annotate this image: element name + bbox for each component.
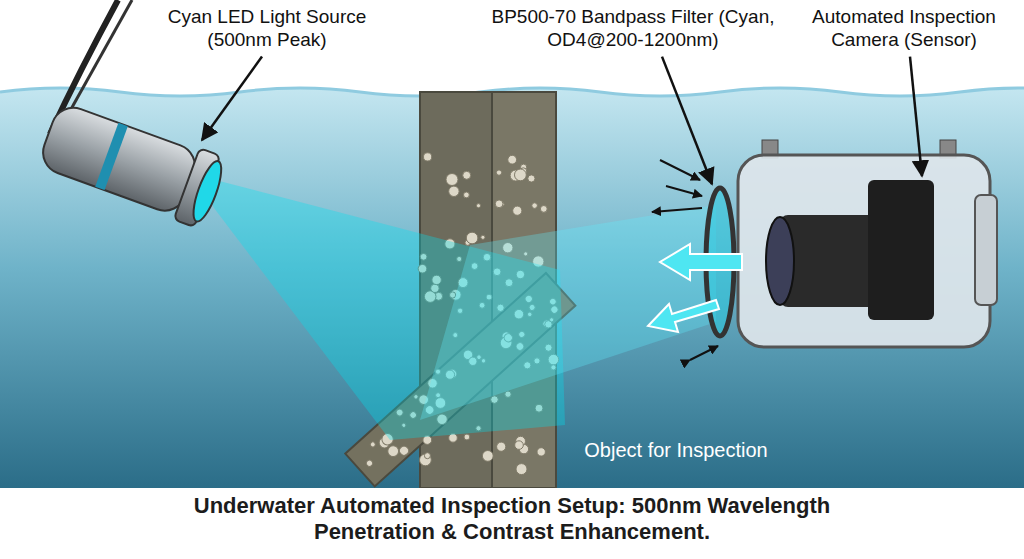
barnacle xyxy=(516,464,527,475)
barnacle xyxy=(398,444,411,457)
object-label-box: Object for Inspection xyxy=(556,438,796,462)
leader-lines xyxy=(202,57,262,140)
callout-label: Cyan LED Light Source (500nm Peak) xyxy=(142,6,392,52)
caption-band xyxy=(0,488,1024,559)
barnacle xyxy=(464,192,470,198)
caption: Underwater Automated Inspection Setup: 5… xyxy=(132,493,892,546)
barnacle xyxy=(446,174,458,186)
led-light-source xyxy=(36,0,229,230)
barnacle xyxy=(540,206,547,213)
barnacle xyxy=(464,434,470,440)
camera-housing xyxy=(738,140,997,347)
barnacle xyxy=(365,459,374,468)
barnacle xyxy=(513,206,522,215)
barnacle xyxy=(537,448,545,456)
barnacle xyxy=(449,434,458,443)
barnacle xyxy=(495,200,503,208)
barnacle xyxy=(515,441,524,450)
barnacle xyxy=(496,170,501,175)
camera-housing xyxy=(766,217,794,305)
barnacle xyxy=(532,203,538,209)
barnacle xyxy=(369,441,376,448)
signal-arrows xyxy=(648,160,742,360)
barnacle xyxy=(424,453,430,459)
barnacle xyxy=(482,451,493,462)
callout-label-box: BP500-70 Bandpass Filter (Cyan, OD4@200-… xyxy=(488,6,778,52)
signal-arrows xyxy=(660,160,700,180)
barnacle xyxy=(497,442,506,451)
leader-lines xyxy=(662,57,712,184)
callout-label-box: Automated Inspection Camera (Sensor) xyxy=(790,6,1018,52)
callout-label: Automated Inspection Camera (Sensor) xyxy=(790,6,1018,52)
barnacle xyxy=(528,175,535,182)
barnacle xyxy=(476,204,480,208)
caption-box: Underwater Automated Inspection Setup: 5… xyxy=(132,493,892,546)
signal-arrows xyxy=(648,300,719,332)
barnacle xyxy=(424,153,432,161)
signal-arrows xyxy=(652,208,702,212)
water xyxy=(0,88,1024,488)
light-beam xyxy=(200,176,716,440)
camera-housing xyxy=(975,195,997,305)
barnacle xyxy=(466,232,478,244)
barnacle xyxy=(481,235,485,239)
led-light-source xyxy=(37,102,201,217)
barnacle xyxy=(515,169,527,181)
water xyxy=(0,88,1024,488)
barnacle xyxy=(508,155,517,164)
camera-housing xyxy=(868,180,934,320)
barnacle xyxy=(463,171,471,179)
callout-label-box: Cyan LED Light Source (500nm Peak) xyxy=(142,6,392,52)
led-light-source xyxy=(95,123,128,190)
signal-arrows xyxy=(660,244,742,280)
led-light-source xyxy=(36,98,229,230)
callout-label: BP500-70 Bandpass Filter (Cyan, OD4@200-… xyxy=(488,6,778,52)
leader-lines xyxy=(910,57,922,176)
led-light-source xyxy=(188,158,227,224)
camera-housing xyxy=(738,155,990,347)
barnacle xyxy=(449,186,459,196)
leader-lines xyxy=(202,57,922,184)
signal-arrows xyxy=(666,186,702,196)
signal-arrows xyxy=(690,346,718,360)
object-label: Object for Inspection xyxy=(584,438,767,462)
